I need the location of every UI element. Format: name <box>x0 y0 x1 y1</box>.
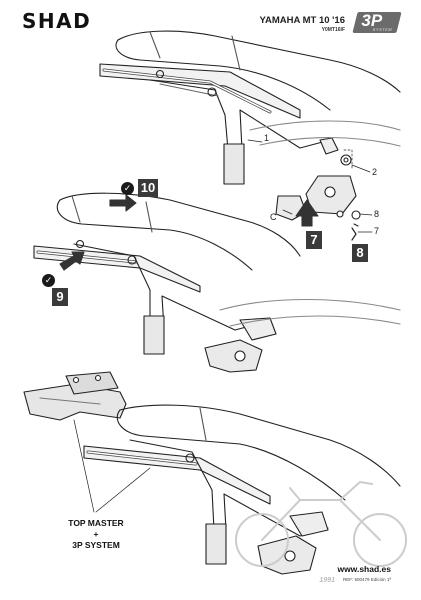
panel-2-seat-removal <box>33 192 401 373</box>
watermark-bike-icon <box>235 481 407 567</box>
step-10-box: 10 <box>138 179 158 197</box>
hardware-exploded-view <box>275 149 373 241</box>
step-7-box: 7 <box>306 231 322 249</box>
label-line-3: 3P SYSTEM <box>72 540 120 550</box>
panel-3-top-master-assembly <box>23 371 401 575</box>
callout-part-2: 2 <box>372 167 378 177</box>
callout-part-8: 8 <box>374 209 380 219</box>
callout-part-c: C <box>270 212 277 222</box>
panel-1-rear-frame <box>99 30 401 185</box>
model-code: Y0MT16IF <box>321 27 345 33</box>
website-url[interactable]: www.shad.es <box>337 564 391 574</box>
watermark-text: 1991 <box>319 577 335 584</box>
model-title: YAMAHA MT 10 '16 <box>259 15 346 26</box>
check-icon: ✓ <box>42 274 55 287</box>
label-line-1: TOP MASTER <box>68 518 124 528</box>
reference-edition: REF: 500479 Edición 1ª <box>343 577 391 582</box>
callout-part-7: 7 <box>374 226 380 236</box>
step-9-box: 9 <box>52 288 68 306</box>
brand-logo: SHAD <box>22 9 92 33</box>
callout-part-1: 1 <box>264 133 270 143</box>
step-8-box: 8 <box>352 244 368 262</box>
label-line-2: + <box>93 529 99 539</box>
top-master-3p-label: TOP MASTER + 3P SYSTEM <box>46 518 146 551</box>
check-icon: ✓ <box>121 182 134 195</box>
